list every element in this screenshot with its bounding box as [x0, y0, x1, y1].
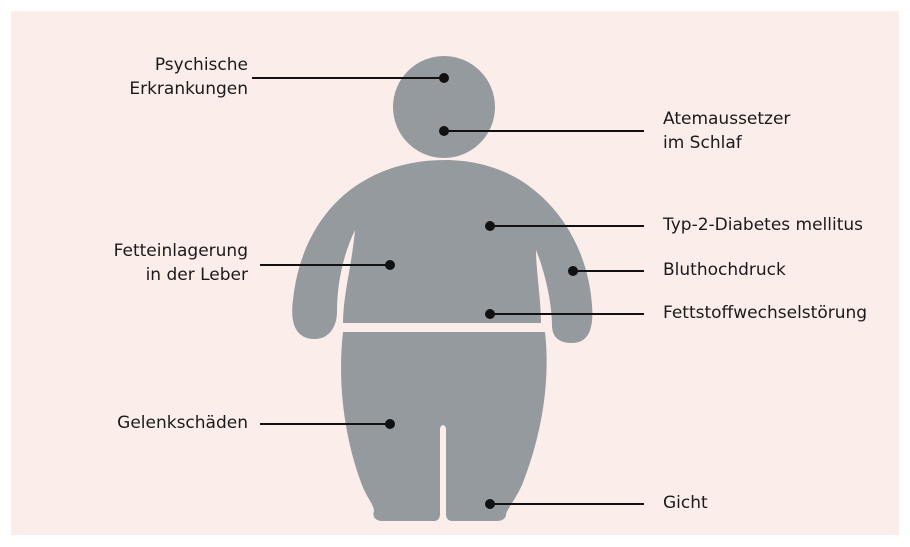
label-sleep-apnea-line2: im Schlaf [663, 131, 790, 155]
label-mental-illness: Psychische Erkrankungen [129, 53, 248, 101]
dot-lipid-disorder [485, 309, 495, 319]
label-lipid-disorder-text: Fettstoffwechselstörung [663, 301, 867, 325]
label-gout-text: Gicht [663, 491, 708, 515]
label-mental-illness-line1: Psychische [129, 53, 248, 77]
label-sleep-apnea: Atemaussetzer im Schlaf [663, 107, 790, 155]
dot-diabetes [485, 221, 495, 231]
label-fatty-liver: Fetteinlagerung in der Leber [114, 239, 248, 287]
head-shape [393, 56, 495, 158]
label-joint-damage: Gelenkschäden [117, 411, 248, 435]
body-silhouette [292, 56, 592, 521]
dot-mental-illness [439, 73, 449, 83]
label-hypertension: Bluthochdruck [663, 258, 786, 282]
dot-gout [485, 499, 495, 509]
dot-sleep-apnea [439, 126, 449, 136]
dot-hypertension [568, 266, 578, 276]
torso-shape [292, 160, 592, 343]
label-fatty-liver-line2: in der Leber [114, 263, 248, 287]
dot-joint-damage [385, 419, 395, 429]
label-fatty-liver-line1: Fetteinlagerung [114, 239, 248, 263]
label-mental-illness-line2: Erkrankungen [129, 77, 248, 101]
label-gout: Gicht [663, 491, 708, 515]
label-hypertension-text: Bluthochdruck [663, 258, 786, 282]
label-diabetes-text: Typ-2-Diabetes mellitus [663, 213, 863, 237]
legs-shape [341, 332, 547, 521]
label-joint-damage-text: Gelenkschäden [117, 411, 248, 435]
label-diabetes: Typ-2-Diabetes mellitus [663, 213, 863, 237]
dot-fatty-liver [385, 260, 395, 270]
label-lipid-disorder: Fettstoffwechselstörung [663, 301, 867, 325]
label-sleep-apnea-line1: Atemaussetzer [663, 107, 790, 131]
